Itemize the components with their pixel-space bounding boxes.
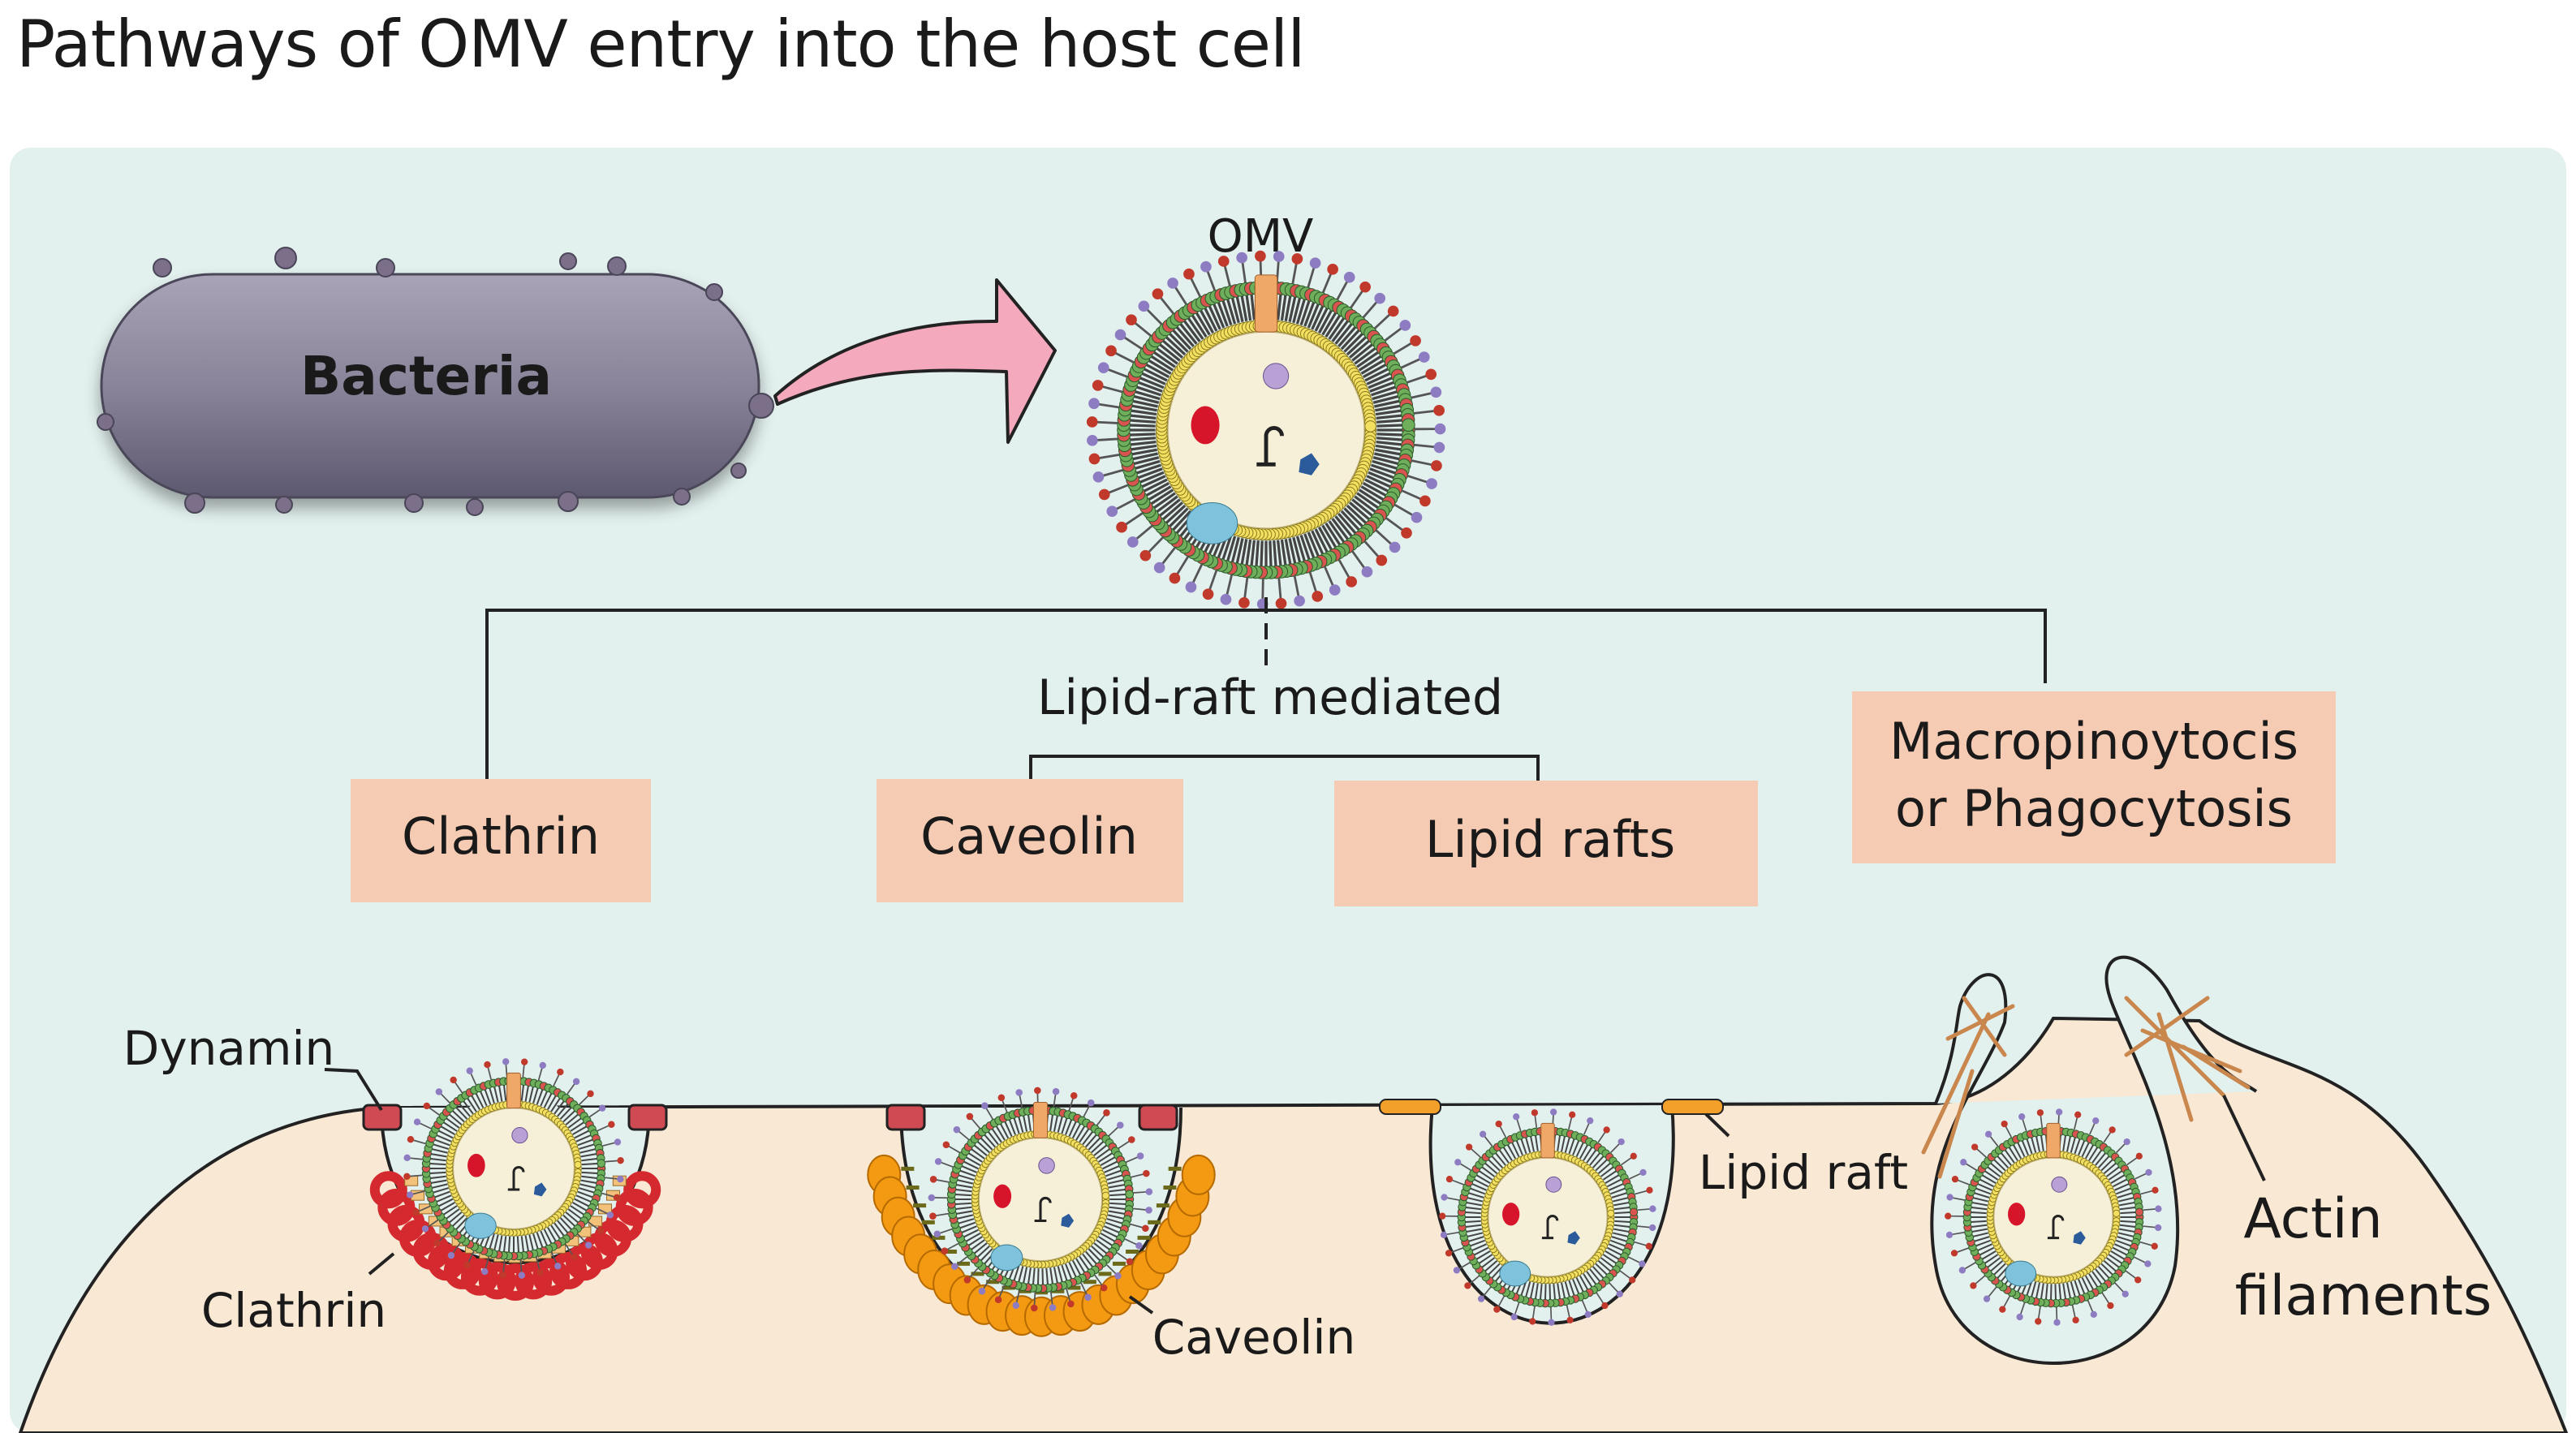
omv-in-lipid-raft-pit xyxy=(1439,1108,1656,1326)
bacteria-label: Bacteria xyxy=(300,345,552,407)
omv-in-caveolin-pit xyxy=(928,1087,1153,1312)
lipid-raft-label: Lipid raft xyxy=(1699,1145,1908,1200)
dynamin-right xyxy=(627,1104,668,1131)
pathway-box-macropinocytosis: Macropinoytocis or Phagocytosis xyxy=(1852,691,2336,863)
pathway-box-macropinocytosis-line1: Macropinoytocis xyxy=(1889,712,2298,771)
branch-label: Lipid-raft mediated xyxy=(1037,669,1503,726)
pathway-box-caveolin-label: Caveolin xyxy=(920,807,1138,866)
clathrin-label: Clathrin xyxy=(201,1283,386,1338)
pathway-box-caveolin: Caveolin xyxy=(877,779,1183,902)
bacteria-surface-vesicles xyxy=(97,247,774,516)
pathway-box-clathrin: Clathrin xyxy=(351,779,651,902)
dynamin-mid-right xyxy=(1138,1104,1178,1131)
lipid-raft-left xyxy=(1379,1099,1441,1115)
lipid-raft-right xyxy=(1661,1099,1724,1115)
omv-in-clathrin-pit xyxy=(403,1058,624,1279)
pathway-connectors xyxy=(485,597,2047,781)
dynamin-left xyxy=(362,1104,403,1131)
dynamin-label: Dynamin xyxy=(123,1021,335,1076)
caveolin-label: Caveolin xyxy=(1152,1310,1356,1365)
bacteria-body xyxy=(100,273,760,499)
leader-lines xyxy=(324,1068,2266,1315)
pathway-box-lipid-rafts: Lipid rafts xyxy=(1334,781,1758,906)
pathway-box-clathrin-label: Clathrin xyxy=(402,807,600,866)
page-title: Pathways of OMV entry into the host cell xyxy=(16,6,1305,82)
pathway-box-lipid-rafts-label: Lipid rafts xyxy=(1425,810,1675,869)
pathway-box-macropinocytosis-line2: or Phagocytosis xyxy=(1895,779,2293,838)
actin-filaments-label-line2: filaments xyxy=(2235,1264,2492,1328)
bacteria xyxy=(100,273,760,499)
omv-in-macropinosome xyxy=(1945,1108,2162,1326)
omv-main xyxy=(1086,250,1446,610)
release-arrow xyxy=(773,278,1057,444)
actin-filaments xyxy=(1921,996,2251,1179)
dynamin-mid-left xyxy=(885,1104,926,1131)
actin-filaments-label-line1: Actin xyxy=(2243,1187,2382,1251)
